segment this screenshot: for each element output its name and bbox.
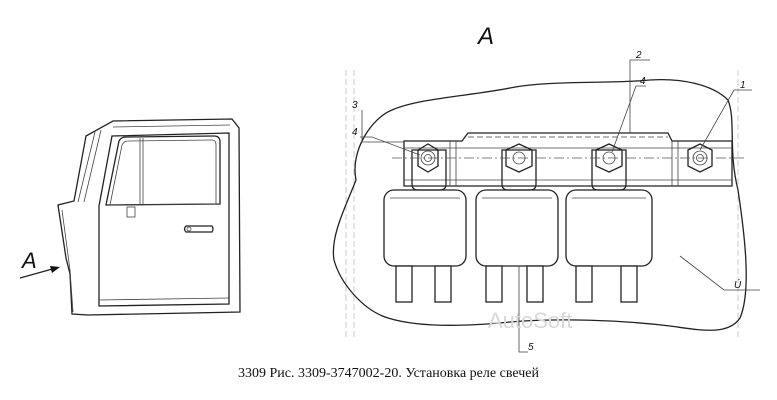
cab-outline <box>57 118 241 316</box>
door-window <box>105 135 221 206</box>
mounting-bracket <box>403 132 733 187</box>
leader-lines <box>360 59 760 353</box>
relay-block <box>383 189 467 303</box>
figure-caption: 3309 Рис. 3309-3747002-20. Установка рел… <box>238 366 539 381</box>
relay-block <box>565 189 653 303</box>
callout-1: 1 <box>740 80 746 91</box>
callout-3: 3 <box>352 100 358 111</box>
callout-5: 5 <box>528 342 534 353</box>
door-outline <box>98 132 230 307</box>
arrow-label: A <box>20 248 37 273</box>
callout-4-left: 4 <box>352 127 358 138</box>
callout-u: Ú <box>734 278 742 291</box>
mounting-panel <box>332 78 747 331</box>
view-arrow: A <box>19 248 60 279</box>
relay-tab-nut <box>411 143 447 191</box>
cab-side-view <box>57 118 241 316</box>
callout-4-right: 4 <box>640 76 646 87</box>
door-handle <box>183 225 214 233</box>
view-label: A <box>476 23 494 50</box>
relay-tab-nut <box>501 143 537 191</box>
watermark-text: AutoSoft <box>488 308 572 333</box>
relay-tab-nut <box>591 143 627 191</box>
relay-block <box>475 189 559 303</box>
background-hatch <box>345 70 739 340</box>
callout-2: 2 <box>635 50 642 61</box>
